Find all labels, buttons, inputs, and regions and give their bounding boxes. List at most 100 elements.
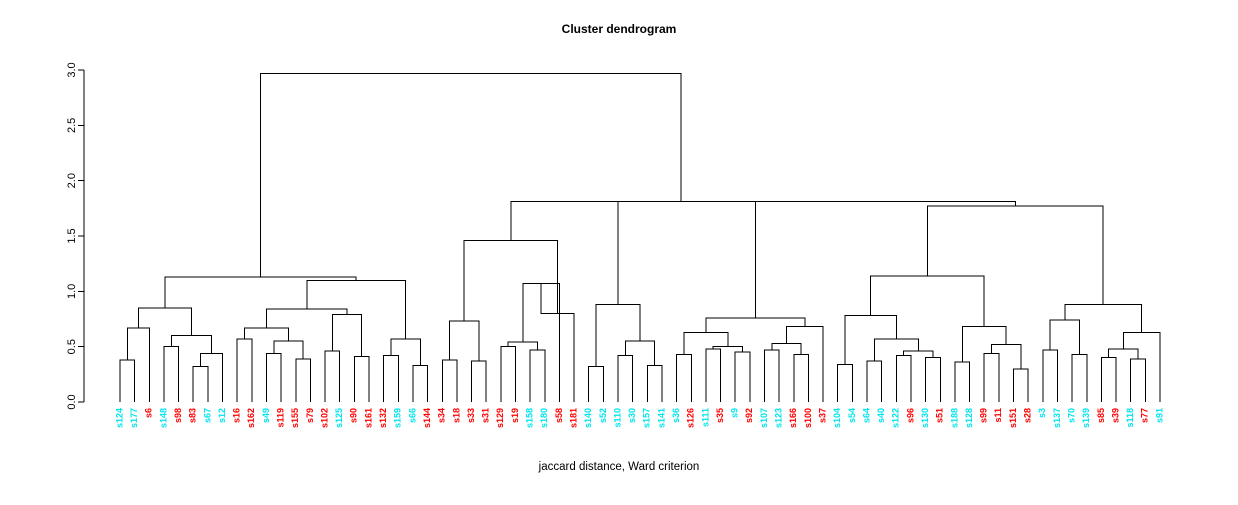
dendrogram-branch [353,356,370,402]
leaf-label: s132 [378,408,388,428]
leaf-label: s35 [715,408,725,423]
leaf-label: s126 [686,408,696,428]
leaf-label: s12 [217,408,227,423]
leaf-label: s19 [510,408,520,423]
dendrogram-branch [1042,349,1058,402]
dendrogram-branch [500,346,516,402]
dendrogram-branch [771,342,802,355]
y-axis-tick-label: 0.0 [66,394,78,409]
y-axis-tick-label: 1.0 [66,284,78,299]
leaf-label: s125 [334,408,344,428]
leaf-label: s118 [1125,408,1135,428]
dendrogram-branch [192,366,209,402]
leaf-label: s124 [114,408,124,428]
dendrogram-branch [164,276,357,308]
leaf-label: s177 [129,408,139,428]
leaf-label: s67 [202,408,212,423]
leaf-label: s6 [144,408,154,418]
dendrogram-branch [529,349,546,402]
dendrogram-branch [961,326,1007,363]
leaf-label: s107 [759,408,769,428]
dendrogram-branch [260,72,682,277]
leaf-label: s90 [349,408,359,423]
leaf-label: s122 [891,408,901,428]
y-axis-tick-label: 2.5 [66,118,78,133]
dendrogram-branch [265,352,282,402]
leaf-label: s119 [276,408,286,428]
leaf-label: s155 [290,408,300,428]
leaf-label: s77 [1140,408,1150,423]
leaf-label: s161 [363,408,373,428]
leaf-label: s104 [832,408,842,428]
y-axis-tick-label: 0.5 [66,339,78,354]
dendrogram-branch [441,359,458,402]
dendrogram-branch [1049,319,1080,355]
leaf-label: s30 [627,408,637,423]
leaf-label: s85 [1096,408,1106,423]
leaf-label: s139 [1081,408,1091,428]
leaf-label: s9 [730,408,740,418]
leaf-label: s52 [598,408,608,423]
y-axis-tick-label: 1.5 [66,228,78,243]
x-axis-label: jaccard distance, Ward criterion [538,461,700,473]
leaf-label: s102 [319,408,329,428]
dendrogram-branch [983,352,1000,402]
leaf-label: s188 [949,408,959,428]
dendrogram-branch [712,346,744,353]
leaf-label: s110 [612,408,622,428]
leaf-label: s129 [495,408,505,428]
leaf-label: s91 [1154,408,1164,423]
leaf-label: s151 [1008,408,1018,428]
leaf-label: s3 [1037,408,1047,418]
y-axis-tick-label: 2.0 [66,173,78,188]
leaf-label: s123 [774,408,784,428]
leaf-label: s111 [700,408,710,427]
chart-title: Cluster dendrogram [562,22,677,36]
leaf-label: s144 [422,408,432,428]
leaf-label: s137 [1052,408,1062,428]
leaf-label: s51 [935,408,945,423]
dendrogram-branch [764,349,780,402]
leaf-label: s181 [568,408,578,428]
dendrogram-branch [463,239,559,322]
leaf-label: s36 [671,408,681,423]
leaf-label: s166 [788,408,798,428]
dendrogram-branches [119,72,1161,402]
leaf-label: s157 [642,408,652,428]
leaf-label: s128 [964,408,974,428]
leaf-label: s162 [246,408,256,428]
leaf-label: s100 [803,408,813,428]
leaf-label: s141 [656,408,666,428]
dendrogram-branch [119,359,136,402]
leaf-label: s66 [407,408,417,423]
leaf-label: s140 [583,408,593,428]
leaf-label: s98 [173,408,183,423]
leaf-label: s16 [232,408,242,423]
dendrogram-branch [588,366,604,402]
leaf-label: s158 [525,408,535,428]
y-axis-tick-label: 3.0 [66,62,78,77]
leaf-label: s96 [905,408,915,423]
leaf-label: s39 [1110,408,1120,423]
leaf-label: s11 [993,408,1003,423]
leaf-label: s33 [466,408,476,423]
leaf-label: s130 [920,408,930,428]
leaf-label: s28 [1023,408,1033,423]
leaf-label: s37 [817,408,827,423]
leaf-label: s92 [744,408,754,423]
leaf-label: s54 [847,408,857,423]
dendrogram-branch [510,201,852,241]
dendrogram-branch [163,346,180,402]
leaf-label: s31 [481,408,491,423]
leaf-label: s49 [261,408,271,423]
dendrogram-branch [785,326,824,402]
leaf-label: s34 [437,408,447,423]
leaf-label: s58 [554,408,564,423]
dendrogram-branch [306,279,407,339]
leaf-label: s64 [861,408,871,423]
leaf-label: s99 [979,408,989,423]
